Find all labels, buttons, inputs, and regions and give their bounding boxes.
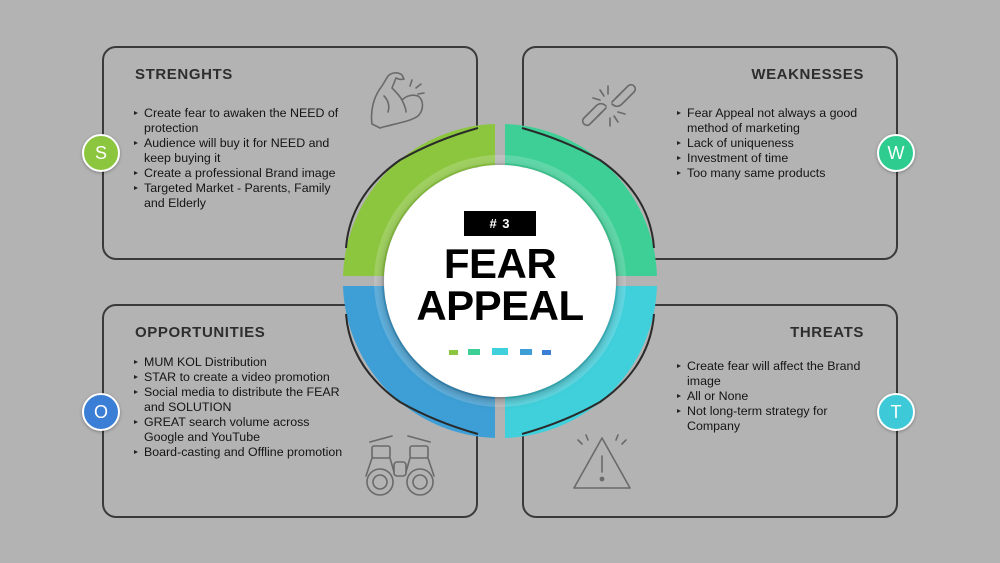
broken-chain-icon — [581, 83, 637, 127]
center-title-line2: APPEAL — [416, 282, 584, 329]
weaknesses-title: WEAKNESSES — [751, 66, 864, 83]
list-item: Board-casting and Offline promotion — [132, 445, 352, 460]
list-item: Audience will buy it for NEED and keep b… — [132, 136, 350, 166]
binoculars-icon — [365, 435, 435, 496]
list-item: Targeted Market - Parents, Family and El… — [132, 181, 350, 211]
list-item: Create a professional Brand image — [132, 166, 350, 181]
dash-mark — [449, 350, 458, 355]
flexed-arm-icon — [370, 72, 425, 129]
list-item: Too many same products — [675, 166, 875, 181]
letter-t-badge: T — [877, 393, 915, 431]
weaknesses-list: Fear Appeal not always a good method of … — [675, 106, 875, 181]
weaknesses-panel: WEAKNESSES Fear Appeal not always a good… — [522, 46, 898, 260]
list-item: All or None — [675, 389, 875, 404]
number-badge: # 3 — [464, 211, 536, 236]
threats-title: THREATS — [790, 324, 864, 341]
warning-triangle-icon — [573, 434, 631, 489]
list-item: Not long-term strategy for Company — [675, 404, 875, 434]
list-item: Create fear will affect the Brand image — [675, 359, 875, 389]
threats-arc — [505, 286, 657, 438]
letter-w-badge: W — [877, 134, 915, 172]
list-item: Social media to distribute the FEAR and … — [132, 385, 352, 415]
opportunities-panel: OPPORTUNITIES MUM KOL Distribution STAR … — [102, 304, 478, 518]
list-item: STAR to create a video promotion — [132, 370, 352, 385]
strengths-arc — [343, 124, 495, 276]
strengths-title: STRENGHTS — [135, 66, 233, 83]
center-disc — [384, 165, 616, 397]
threats-list: Create fear will affect the Brand image … — [675, 359, 875, 434]
opportunities-arc — [343, 286, 495, 438]
weaknesses-arc — [505, 124, 657, 276]
opportunities-list: MUM KOL Distribution STAR to create a vi… — [132, 355, 352, 460]
list-item: GREAT search volume across Google and Yo… — [132, 415, 352, 445]
list-item: Lack of uniqueness — [675, 136, 875, 151]
center-title-line1: FEAR — [443, 240, 557, 287]
strengths-panel: STRENGHTS Create fear to awaken the NEED… — [102, 46, 478, 260]
opportunities-title: OPPORTUNITIES — [135, 324, 266, 341]
list-item: Investment of time — [675, 151, 875, 166]
dash-mark — [468, 349, 480, 355]
letter-o-badge: O — [82, 393, 120, 431]
list-item: Fear Appeal not always a good method of … — [675, 106, 875, 136]
list-item: Create fear to awaken the NEED of protec… — [132, 106, 350, 136]
strengths-list: Create fear to awaken the NEED of protec… — [132, 106, 350, 211]
list-item: MUM KOL Distribution — [132, 355, 352, 370]
dash-mark — [542, 350, 551, 355]
dash-mark — [492, 348, 508, 355]
dash-mark — [520, 349, 532, 355]
letter-s-badge: S — [82, 134, 120, 172]
